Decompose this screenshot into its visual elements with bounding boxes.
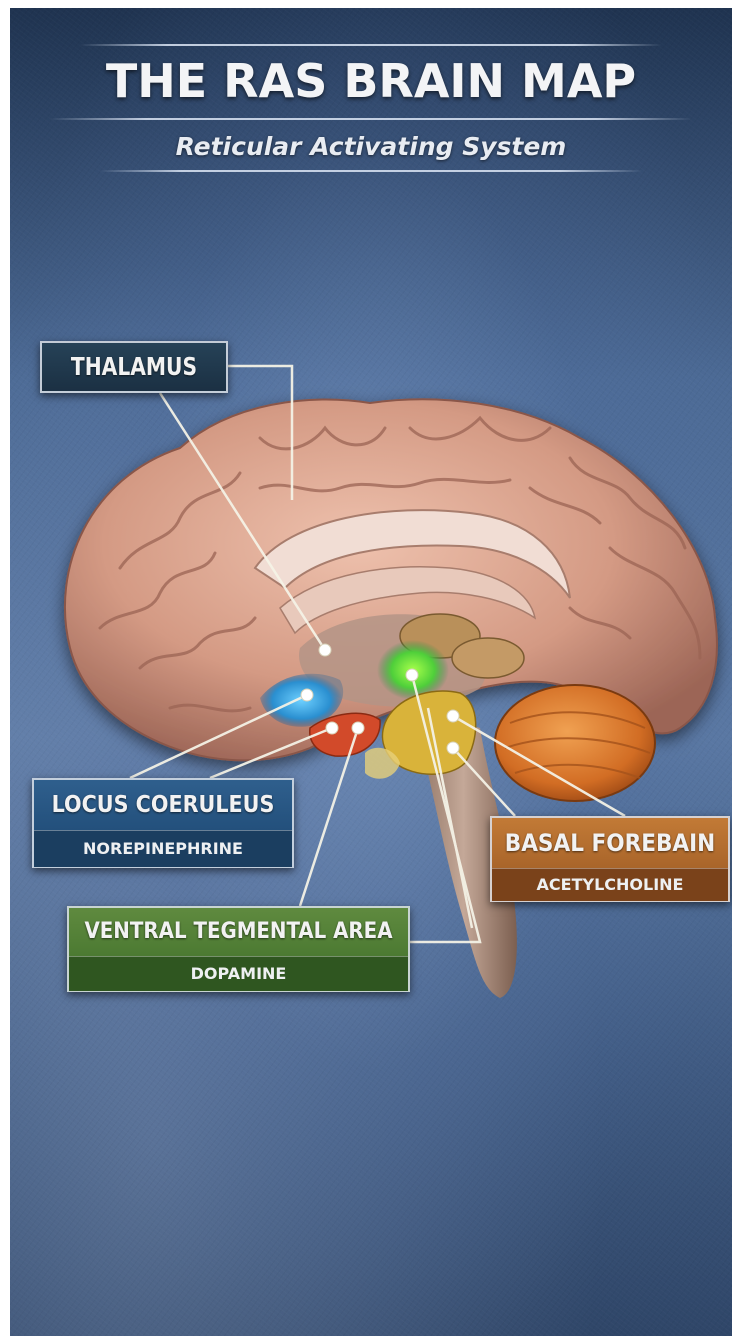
basal-forebrain-label: BASAL FOREBAIN ACETYLCHOLINE [490,816,730,902]
thalamus-name: THALAMUS [51,343,217,391]
vta-pin [352,722,364,734]
thalamus-pin [319,644,331,656]
poster: THE RAS BRAIN MAP Reticular Activating S… [10,8,732,1336]
locus-coeruleus-name: LOCUS COERULEUS [34,780,292,830]
ventral-tegmental-area-label: VENTRAL TEGMENTAL AREA DOPAMINE [67,906,410,992]
basal-forebrain-neurotransmitter: ACETYLCHOLINE [492,868,728,901]
locus-coeruleus-label: LOCUS COERULEUS NOREPINEPHRINE [32,778,294,868]
basal-forebrain-pin [447,710,459,722]
locus-coeruleus-neurotransmitter: NOREPINEPHRINE [34,830,292,867]
thalamus-label: THALAMUS [40,341,228,393]
green-pin [406,669,418,681]
locus-coeruleus-pin-2 [326,722,338,734]
basal-forebrain-name: BASAL FOREBAIN [492,818,728,868]
ventral-tegmental-area-neurotransmitter: DOPAMINE [69,956,408,991]
ventral-tegmental-area-name: VENTRAL TEGMENTAL AREA [69,908,408,956]
brain-illustration [10,8,732,1336]
basal-forebrain-pin-2 [447,742,459,754]
locus-coeruleus-pin [301,689,313,701]
